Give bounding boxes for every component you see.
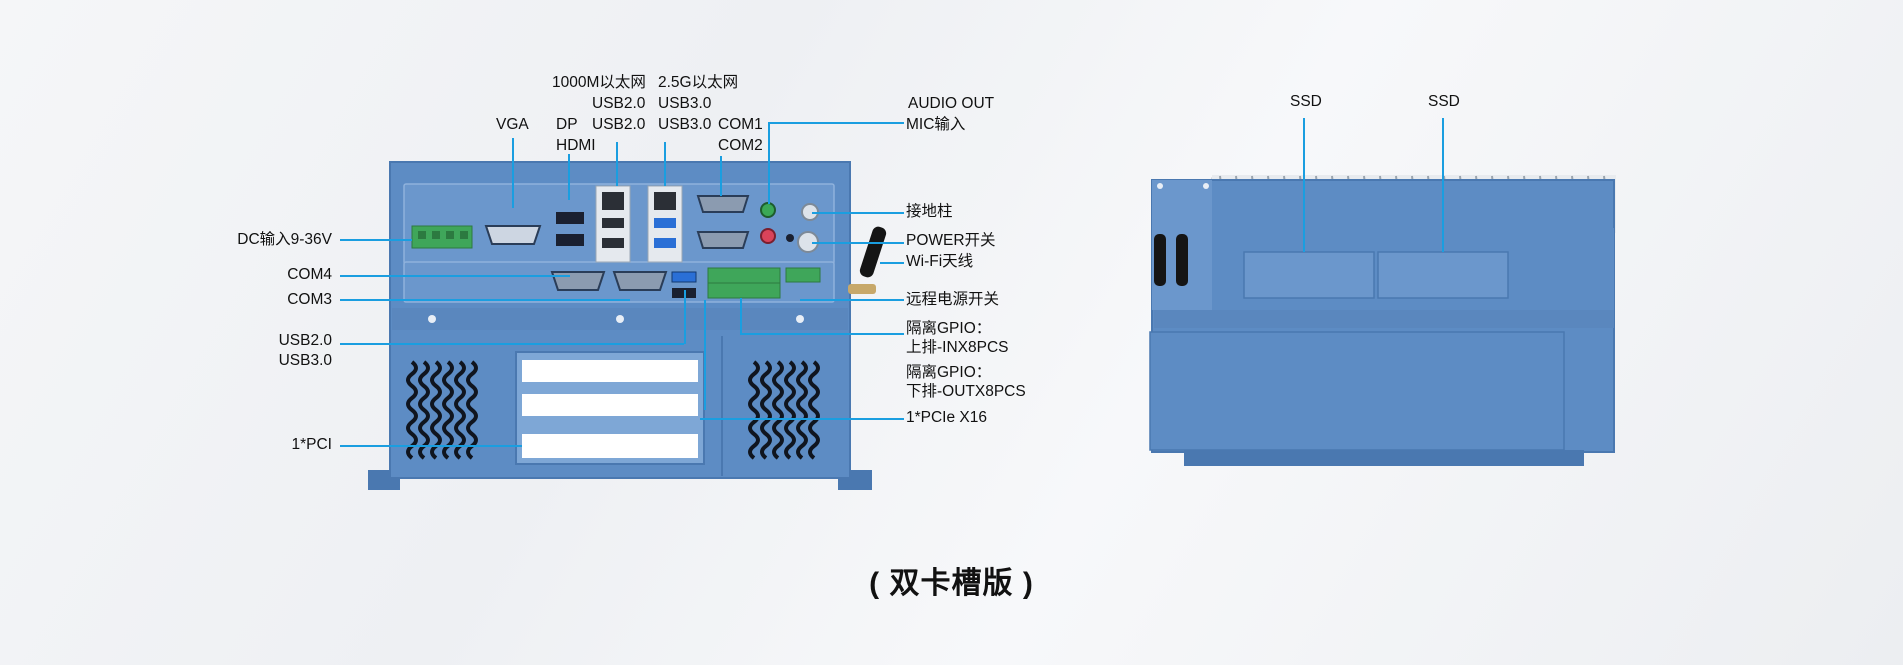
- label-remote-power: 远程电源开关: [906, 291, 1000, 308]
- side-view-chassis: [1149, 175, 1616, 466]
- label-gpio-in-line1: 隔离GPIO：: [906, 320, 992, 337]
- label-gpio-in-line2: 上排-INX8PCS: [906, 339, 1009, 356]
- label-power-switch: POWER开关: [906, 232, 996, 249]
- label-vga: VGA: [496, 116, 529, 133]
- label-dp: DP: [556, 116, 578, 133]
- label-gpio-out-line1: 隔离GPIO：: [906, 364, 992, 381]
- label-usb20-top-b: USB2.0: [592, 116, 646, 133]
- label-hdmi: HDMI: [556, 137, 596, 154]
- label-com1: COM1: [718, 116, 763, 133]
- label-gpio-out-line2: 下排-OUTX8PCS: [906, 383, 1026, 400]
- label-pci: 1*PCI: [291, 436, 333, 453]
- label-eth-2-5g: 2.5G以太网: [658, 74, 739, 91]
- label-usb20-top-a: USB2.0: [592, 95, 646, 112]
- dc-terminal: [411, 225, 473, 249]
- label-com4: COM4: [287, 266, 332, 283]
- label-pcie: 1*PCIe X16: [906, 409, 987, 426]
- label-com2: COM2: [718, 137, 763, 154]
- vga-port: [484, 225, 542, 245]
- label-usb30-top-a: USB3.0: [658, 95, 712, 112]
- label-ssd-2: SSD: [1428, 93, 1460, 110]
- label-dc-input: DC输入9-36V: [237, 231, 332, 248]
- label-front-usb30: USB3.0: [278, 352, 332, 369]
- label-usb30-top-b: USB3.0: [658, 116, 712, 133]
- ssd-bay-icon: [1243, 251, 1509, 299]
- label-eth-1000m: 1000M以太网: [552, 74, 646, 91]
- front-view-chassis: [368, 161, 887, 490]
- label-front-usb20: USB2.0: [278, 332, 332, 349]
- gpio-terminal: [707, 267, 781, 299]
- label-wifi: Wi-Fi天线: [906, 253, 974, 270]
- variant-caption: ( 双卡槽版 ): [869, 567, 1034, 600]
- label-com3: COM3: [287, 291, 332, 308]
- label-mic-in: MIC输入: [906, 116, 966, 133]
- wifi-antenna-icon: [848, 226, 887, 294]
- label-ssd-1: SSD: [1290, 93, 1322, 110]
- label-ground: 接地柱: [906, 203, 953, 220]
- label-audio-out: AUDIO OUT: [908, 95, 995, 112]
